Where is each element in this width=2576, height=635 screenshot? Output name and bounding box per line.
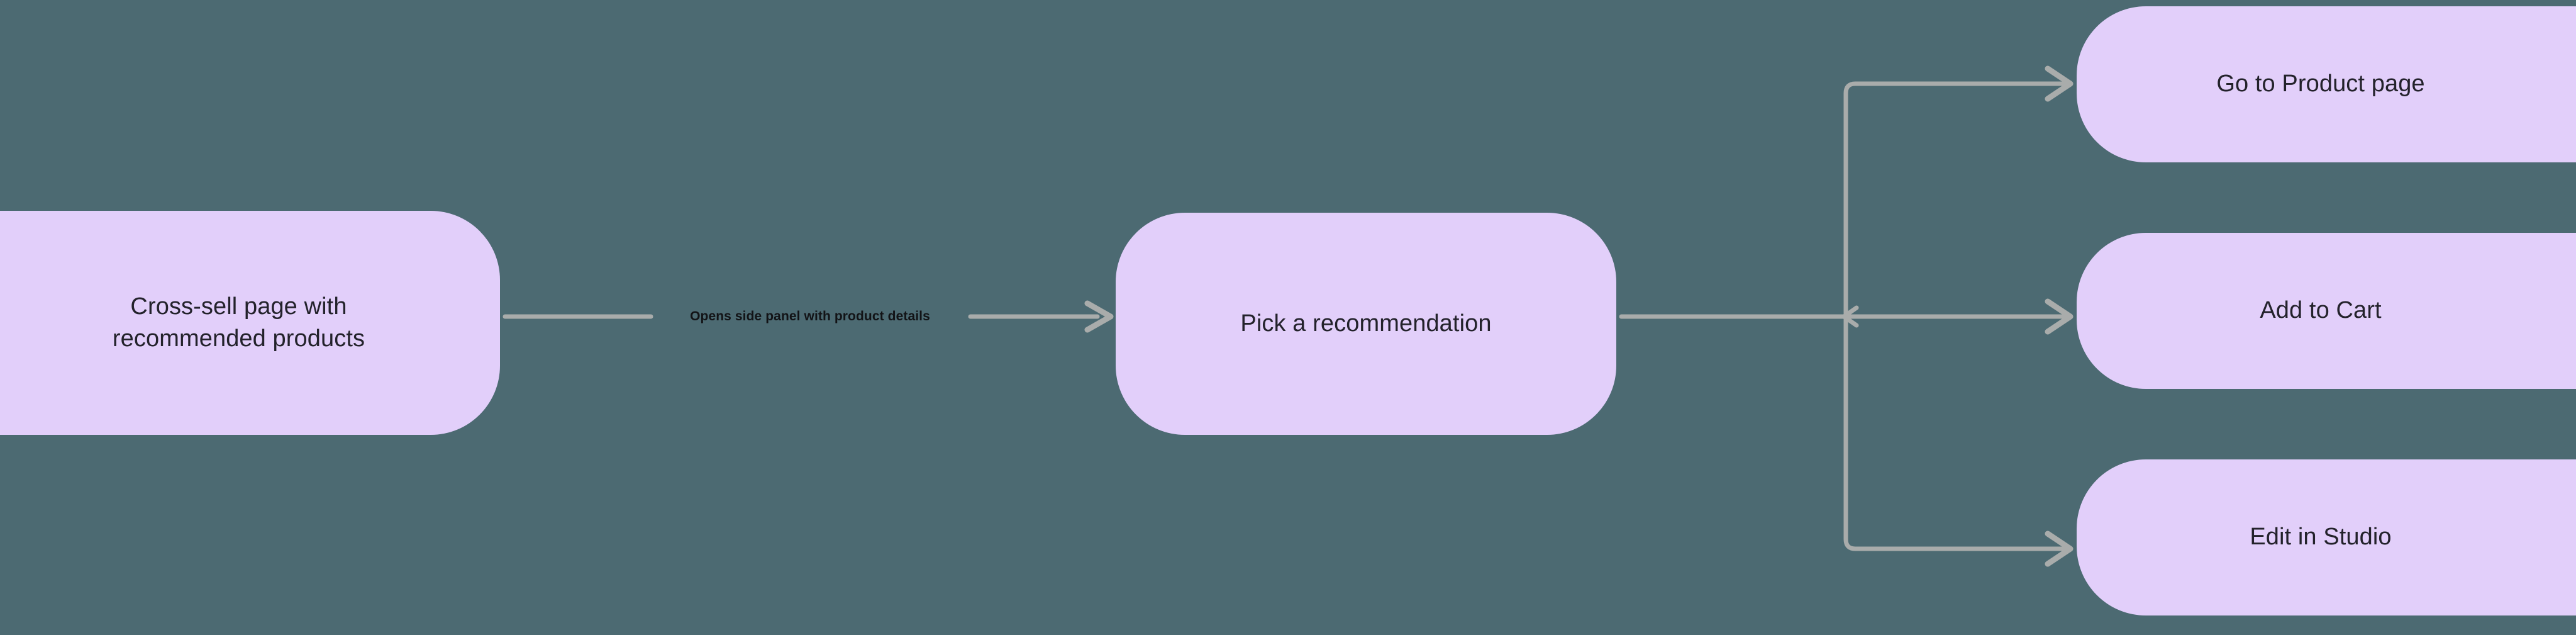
- node-label: Go to Product page: [2216, 70, 2425, 98]
- arrowhead-icon: [2045, 531, 2074, 567]
- node-go-to-product-page[interactable]: Go to Product page: [2077, 6, 2576, 162]
- edge-pick-rec-to-product-page: [1843, 65, 2074, 319]
- node-label: Edit in Studio: [2250, 524, 2392, 551]
- arrowhead-icon: [2045, 298, 2074, 335]
- fork-junction-marker: [1841, 305, 1859, 328]
- node-label: Pick a recommendation: [1240, 310, 1492, 337]
- edge-label-opens-side-panel: Opens side panel with product details: [690, 309, 930, 323]
- node-pick-a-recommendation[interactable]: Pick a recommendation: [1116, 213, 1616, 435]
- node-cross-sell-page[interactable]: Cross-sell page with recommended product…: [0, 211, 500, 435]
- edge-pick-rec-to-add-cart: [1843, 298, 2074, 335]
- node-label: Add to Cart: [2260, 297, 2382, 324]
- edge-pick-rec-to-edit-studio: [1843, 314, 2074, 567]
- node-label: Cross-sell page with recommended product…: [112, 293, 365, 352]
- arrowhead-icon: [2045, 65, 2074, 102]
- node-add-to-cart[interactable]: Add to Cart: [2077, 233, 2576, 389]
- arrowhead-icon: [1084, 300, 1114, 333]
- node-edit-in-studio[interactable]: Edit in Studio: [2077, 459, 2576, 615]
